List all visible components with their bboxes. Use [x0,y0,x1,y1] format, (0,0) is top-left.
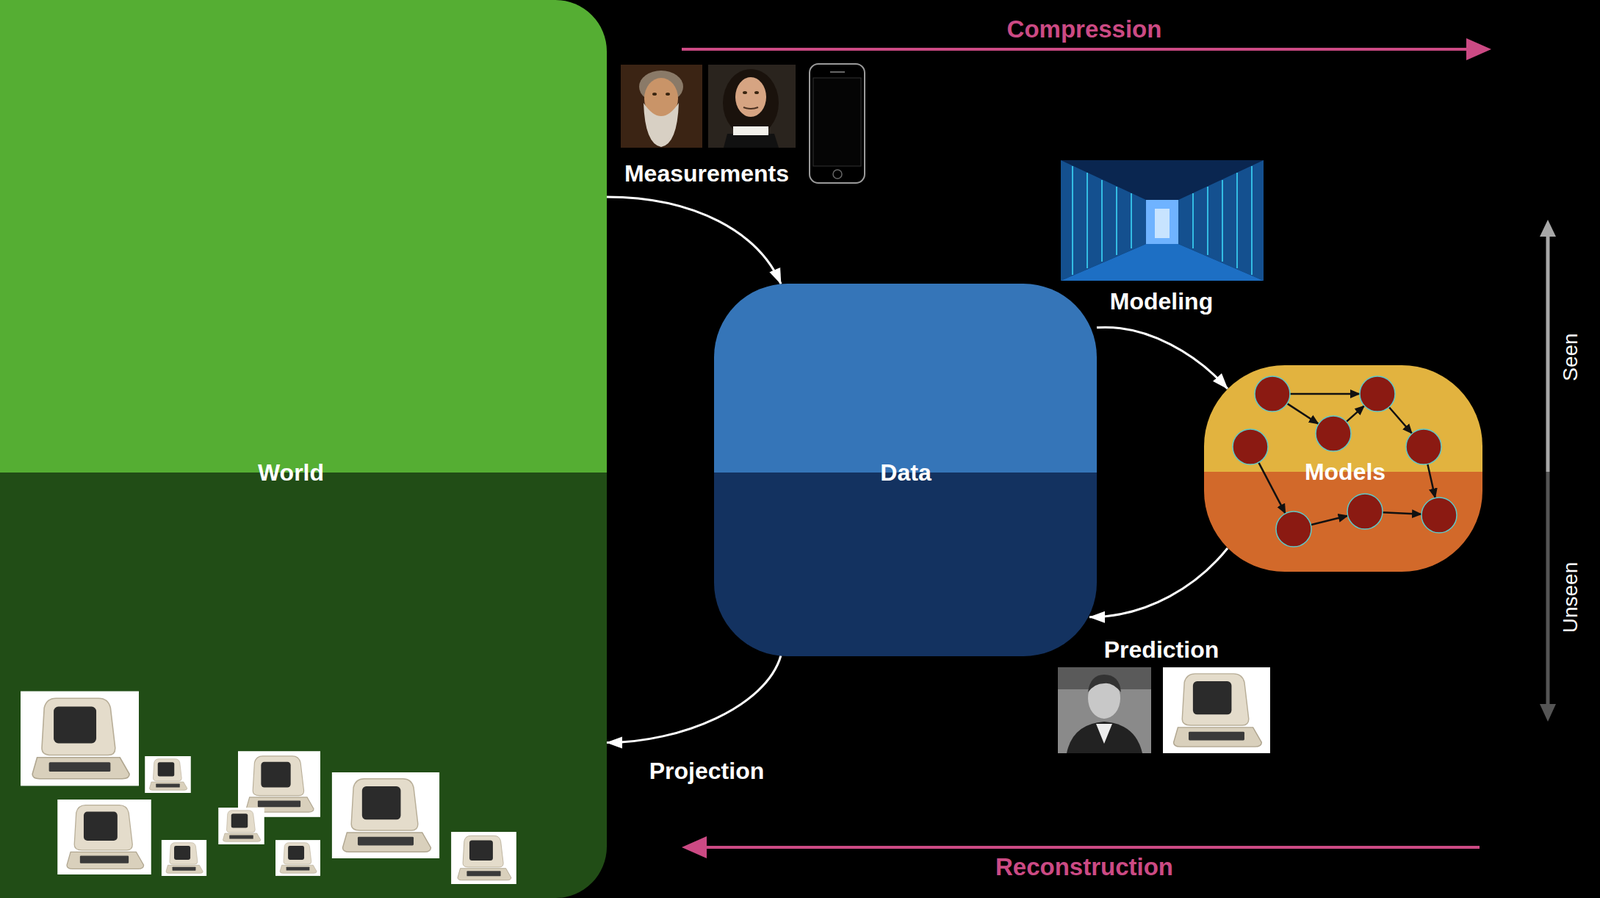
world-region: World [0,0,607,898]
flow-arrow [1089,548,1228,618]
axis-label: Seen [1558,332,1583,381]
models-box: Models [1204,365,1483,572]
seen-unseen-axis [1539,219,1556,722]
flow-arrow [606,655,781,743]
node-label: Data [880,459,931,487]
node-label: Models [1304,458,1386,486]
node-label: World [257,459,324,487]
flow-arrow [1096,326,1228,389]
descartes-portrait [708,64,796,148]
axis-label: Reconstruction [995,852,1174,881]
flow-arrow [606,196,781,284]
computer-icon [1162,667,1271,753]
server-room-image [1060,160,1264,281]
edge-label: Measurements [624,160,789,188]
fermi-portrait [1057,667,1152,753]
data-box: Data [714,283,1097,657]
edge-label: Prediction [1104,636,1219,664]
galileo-portrait [620,64,703,148]
edge-label: Projection [649,757,765,785]
phone-icon [809,63,865,183]
edge-label: Modeling [1110,287,1213,316]
axis-label: Unseen [1558,561,1583,634]
axis-label: Compression [1007,15,1163,44]
